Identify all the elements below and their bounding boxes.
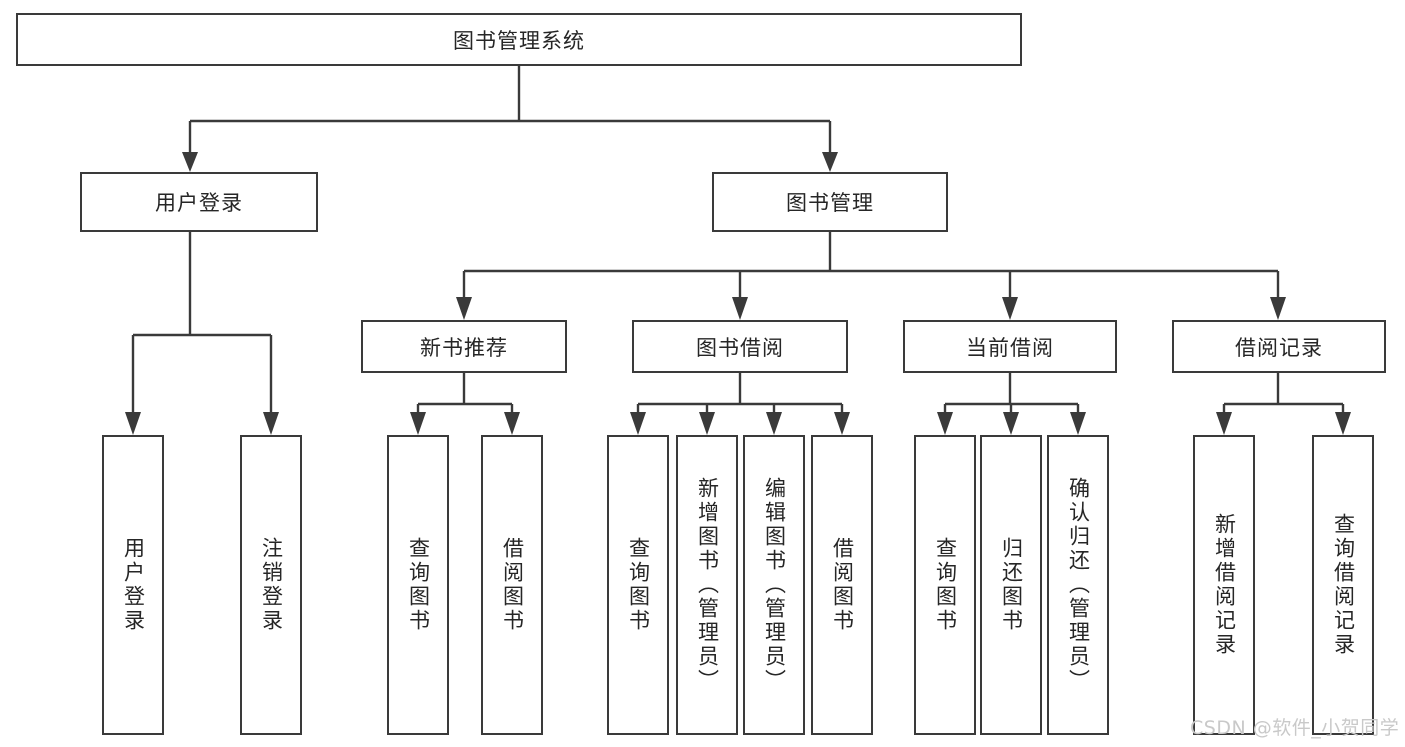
node-user-login[interactable]: 用户登录: [80, 172, 318, 232]
leaf-user-login-1[interactable]: 注销登录: [240, 435, 302, 735]
node-book-borrow[interactable]: 图书借阅: [632, 320, 848, 373]
node-borrow-record[interactable]: 借阅记录: [1172, 320, 1386, 373]
node-root-label: 图书管理系统: [453, 28, 585, 53]
node-new-book-recommend-label: 新书推荐: [420, 335, 508, 360]
arrow-book-borrow-leaf-4: [834, 412, 850, 435]
leaf-current-borrow-2[interactable]: 确认归还（管理员）: [1047, 435, 1109, 735]
leaf-new-book-recommend-0[interactable]: 查询图书: [387, 435, 449, 735]
node-current-borrow-label: 当前借阅: [966, 335, 1054, 360]
arrow-borrow-record-leaf-2: [1335, 412, 1351, 435]
arrow-current-borrow: [1002, 297, 1018, 320]
leaf-book-borrow-3[interactable]: 借阅图书: [811, 435, 873, 735]
arrow-book-borrow: [732, 297, 748, 320]
leaf-user-login-0[interactable]: 用户登录: [102, 435, 164, 735]
node-book-manage-label: 图书管理: [786, 191, 874, 215]
leaf-borrow-record-1[interactable]: 查询借阅记录: [1312, 435, 1374, 735]
leaf-label: 查询图书: [406, 537, 431, 633]
arrow-book-manage: [822, 152, 838, 172]
leaf-book-borrow-0[interactable]: 查询图书: [607, 435, 669, 735]
arrow-user-login-leaf-1: [125, 412, 141, 435]
leaf-book-borrow-1[interactable]: 新增图书（管理员）: [676, 435, 738, 735]
watermark: CSDN @软件_小贺同学: [1190, 713, 1399, 740]
node-new-book-recommend[interactable]: 新书推荐: [361, 320, 567, 373]
node-root[interactable]: 图书管理系统: [16, 13, 1022, 66]
arrow-current-borrow-leaf-1: [937, 412, 953, 435]
arrow-new-book: [456, 297, 472, 320]
arrow-book-borrow-leaf-2: [699, 412, 715, 435]
leaf-label: 查询图书: [626, 537, 651, 633]
leaf-label: 查询图书: [933, 537, 958, 633]
leaf-current-borrow-0[interactable]: 查询图书: [914, 435, 976, 735]
leaf-label: 注销登录: [259, 537, 284, 633]
arrow-new-book-leaf-1: [410, 412, 426, 435]
arrow-user-login: [182, 152, 198, 172]
arrow-book-borrow-leaf-1: [630, 412, 646, 435]
leaf-label: 用户登录: [121, 537, 146, 633]
leaf-book-borrow-2[interactable]: 编辑图书（管理员）: [743, 435, 805, 735]
leaf-label: 新增图书（管理员）: [695, 477, 720, 693]
leaf-label: 确认归还（管理员）: [1066, 477, 1091, 693]
arrow-borrow-record-leaf-1: [1216, 412, 1232, 435]
node-user-login-label: 用户登录: [155, 191, 243, 215]
node-borrow-record-label: 借阅记录: [1235, 335, 1323, 360]
leaf-label: 编辑图书（管理员）: [762, 477, 787, 693]
leaf-label: 借阅图书: [500, 537, 525, 633]
leaf-borrow-record-0[interactable]: 新增借阅记录: [1193, 435, 1255, 735]
leaf-label: 查询借阅记录: [1331, 513, 1356, 657]
arrow-current-borrow-leaf-3: [1070, 412, 1086, 435]
arrow-new-book-leaf-2: [504, 412, 520, 435]
arrow-user-login-leaf-2: [263, 412, 279, 435]
leaf-label: 归还图书: [999, 537, 1024, 633]
node-book-borrow-label: 图书借阅: [696, 335, 784, 360]
node-book-manage[interactable]: 图书管理: [712, 172, 948, 232]
watermark-text: CSDN @软件_小贺同学: [1190, 717, 1400, 739]
leaf-new-book-recommend-1[interactable]: 借阅图书: [481, 435, 543, 735]
arrow-borrow-record: [1270, 297, 1286, 320]
node-current-borrow[interactable]: 当前借阅: [903, 320, 1117, 373]
leaf-current-borrow-1[interactable]: 归还图书: [980, 435, 1042, 735]
leaf-label: 新增借阅记录: [1212, 513, 1237, 657]
arrow-book-borrow-leaf-3: [766, 412, 782, 435]
arrow-current-borrow-leaf-2: [1003, 412, 1019, 435]
leaf-label: 借阅图书: [830, 537, 855, 633]
